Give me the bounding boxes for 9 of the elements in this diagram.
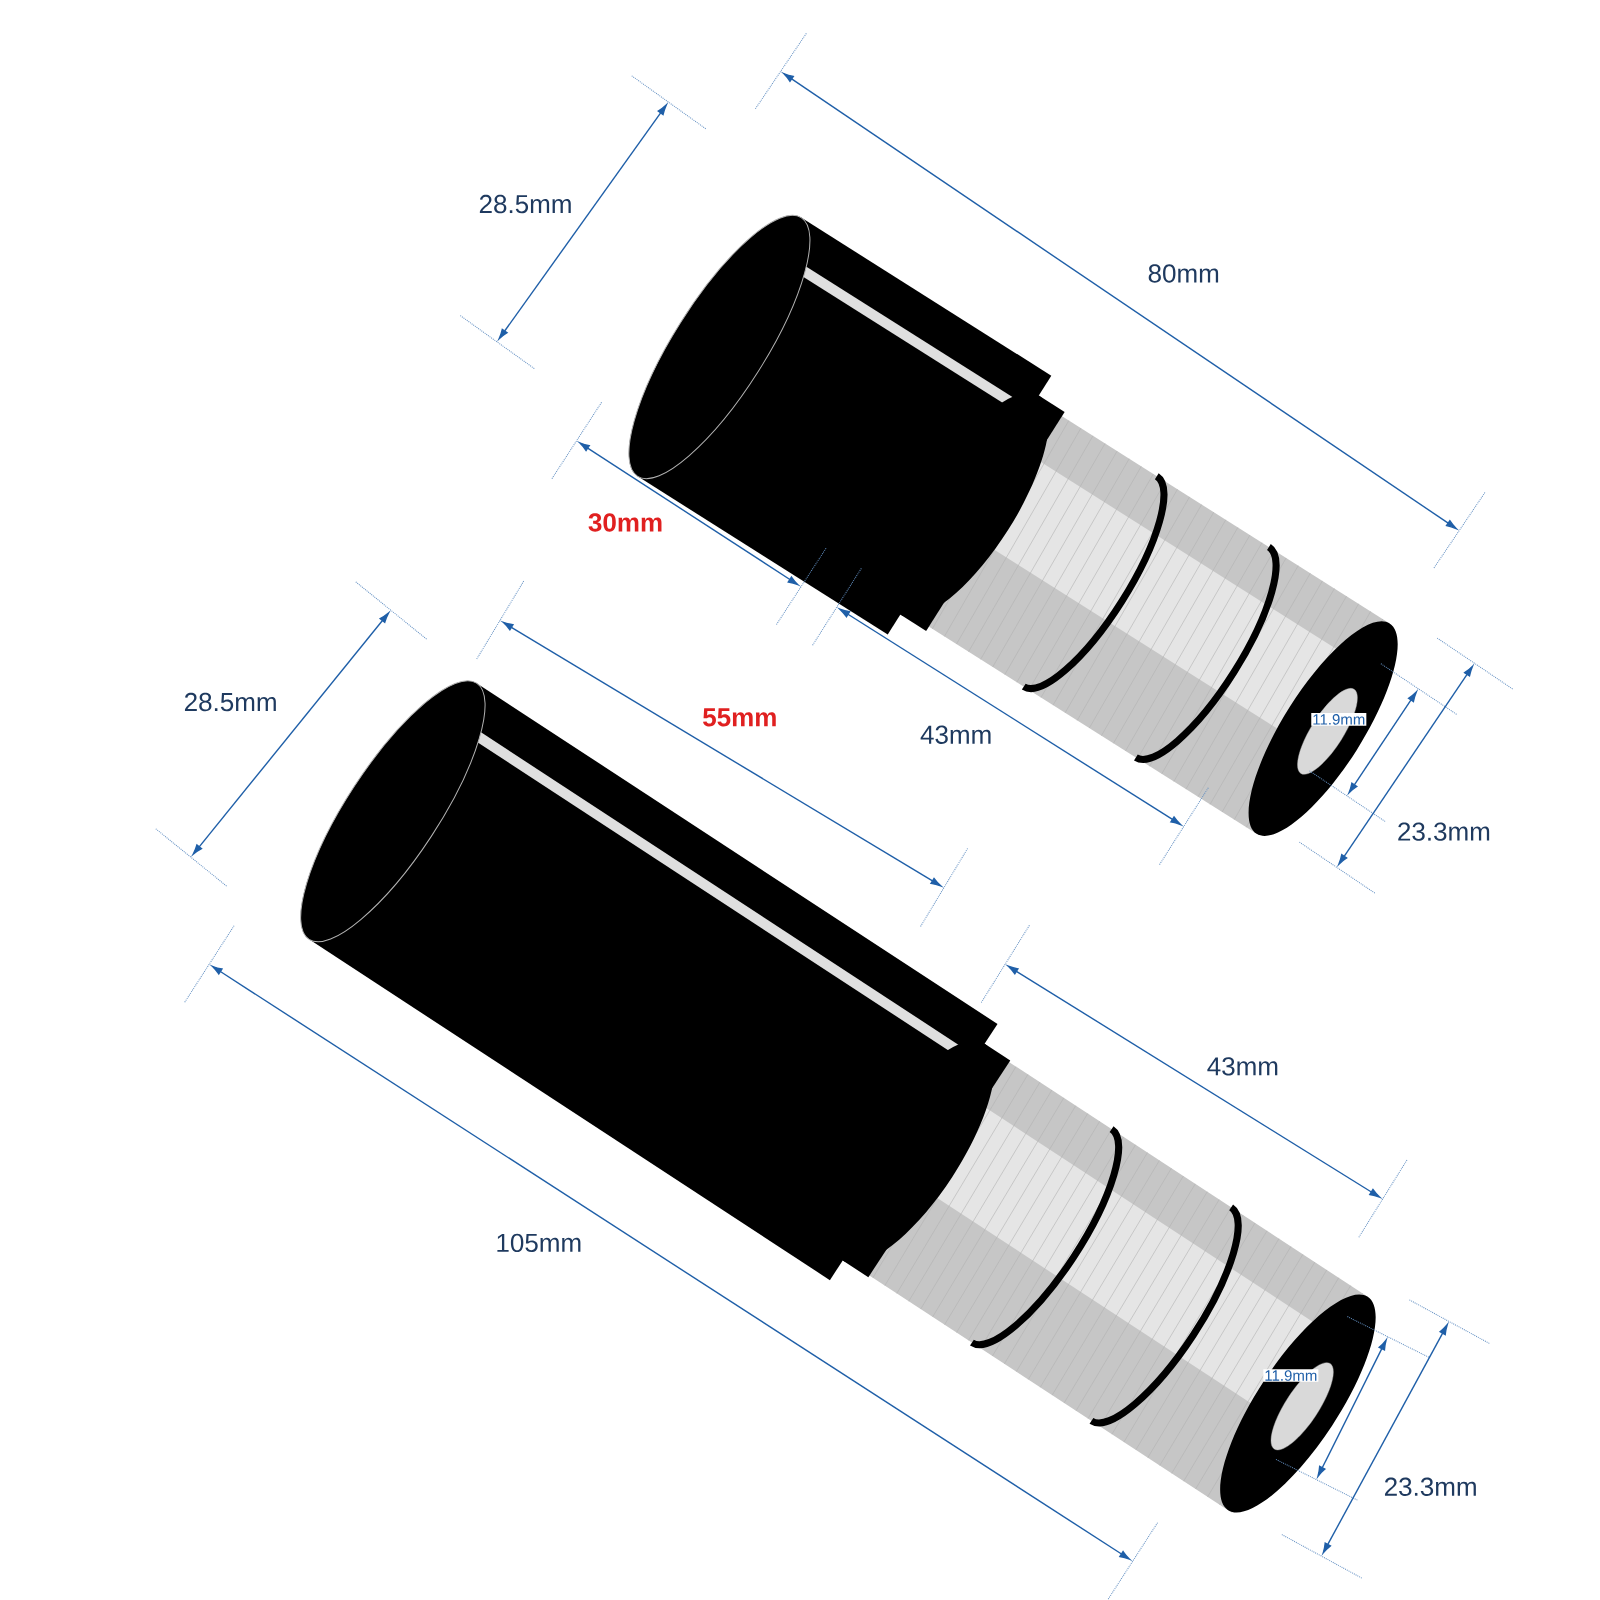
dimension-label: 80mm [1146,263,1221,284]
dimension-label: 11.9mm [1263,1369,1319,1382]
dimension-label: 11.9mm [1311,713,1367,726]
dimension-label: 55mm [701,707,779,728]
dimension-label: 23.3mm [1395,821,1492,842]
dimension-label: 105mm [494,1232,584,1254]
dimension-label: 30mm [586,512,665,533]
dimension-label: 43mm [919,724,994,745]
dimension-label: 43mm [1205,1056,1280,1077]
